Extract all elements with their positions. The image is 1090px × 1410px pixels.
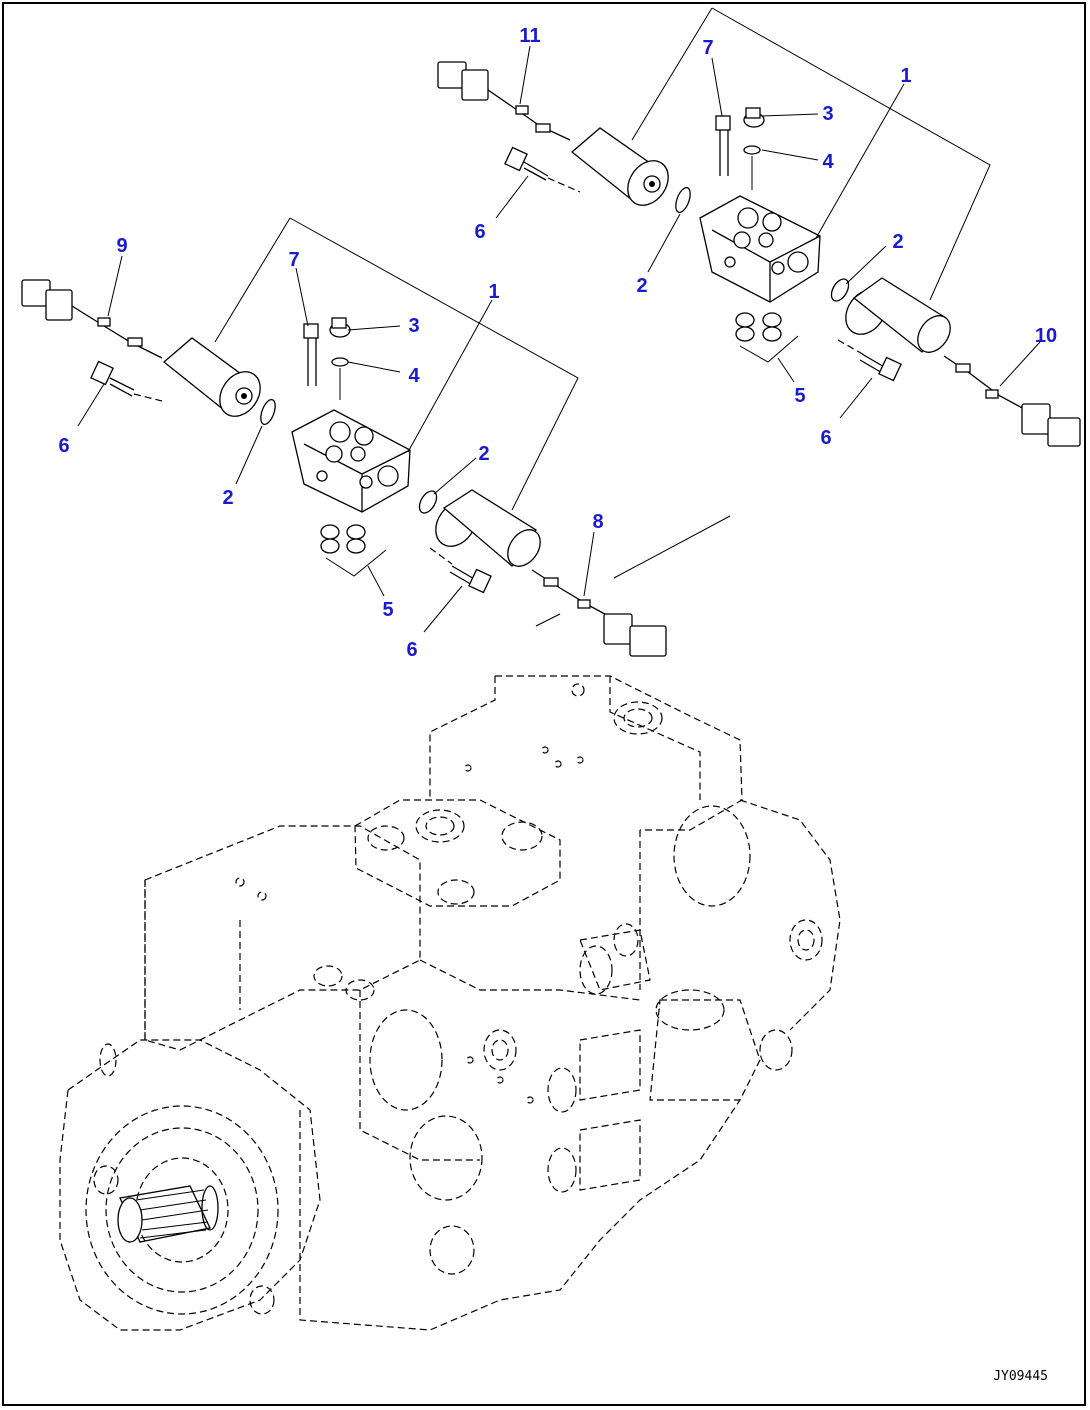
callout-2[interactable]: 2 bbox=[636, 275, 647, 297]
bolt-7-left-assembly bbox=[303, 317, 351, 400]
callout-8[interactable]: 8 bbox=[592, 511, 603, 533]
o-ring-2-left-a bbox=[260, 398, 276, 426]
o-ring-2-upper-left bbox=[675, 186, 691, 214]
seal-set-5-upper bbox=[735, 312, 799, 363]
valve-block-upper bbox=[699, 195, 821, 303]
callout-10[interactable]: 10 bbox=[1035, 325, 1057, 347]
callout-4[interactable]: 4 bbox=[822, 151, 834, 173]
valve-block-left-assembly bbox=[291, 409, 411, 513]
callout-3[interactable]: 3 bbox=[822, 103, 833, 125]
solenoid-upper-left bbox=[570, 127, 669, 206]
callout-6[interactable]: 6 bbox=[474, 221, 485, 243]
bolt-6-upper-left bbox=[504, 146, 581, 193]
bolt-6-left-right bbox=[429, 547, 492, 594]
callout-2[interactable]: 2 bbox=[222, 487, 233, 509]
connector-11 bbox=[437, 61, 571, 141]
bolt-6-left-assembly bbox=[90, 360, 167, 403]
callout-7[interactable]: 7 bbox=[288, 249, 299, 271]
callout-6[interactable]: 6 bbox=[406, 639, 417, 661]
bolt-7-upper bbox=[715, 107, 765, 190]
callout-6[interactable]: 6 bbox=[58, 435, 69, 457]
seal-set-5-left bbox=[320, 524, 387, 577]
callout-1[interactable]: 1 bbox=[900, 65, 911, 87]
solenoid-left-right bbox=[435, 489, 541, 567]
o-ring-2-left-b bbox=[418, 490, 438, 514]
connector-8 bbox=[531, 569, 667, 657]
o-ring-2-upper-right bbox=[830, 278, 850, 302]
callout-1[interactable]: 1 bbox=[488, 281, 499, 303]
drawing-number: JY09445 bbox=[993, 1369, 1048, 1384]
callout-5[interactable]: 5 bbox=[794, 385, 805, 407]
callout-9[interactable]: 9 bbox=[116, 235, 127, 257]
connector-9 bbox=[21, 279, 163, 359]
bolt-6-upper-right bbox=[837, 339, 902, 382]
callout-3[interactable]: 3 bbox=[408, 315, 419, 337]
callout-2[interactable]: 2 bbox=[892, 231, 903, 253]
callout-11[interactable]: 11 bbox=[519, 25, 540, 47]
solenoid-left-assembly bbox=[162, 337, 261, 417]
left-assembly bbox=[21, 217, 731, 657]
callout-6[interactable]: 6 bbox=[820, 427, 831, 449]
connector-10 bbox=[943, 355, 1081, 447]
solenoid-upper-right bbox=[845, 277, 951, 353]
upper-assembly bbox=[437, 7, 1081, 447]
callout-5[interactable]: 5 bbox=[382, 599, 393, 621]
callout-4[interactable]: 4 bbox=[408, 365, 420, 387]
pump-body bbox=[59, 675, 841, 1331]
input-shaft bbox=[117, 1185, 219, 1243]
leader-lines bbox=[77, 45, 1041, 633]
callout-2[interactable]: 2 bbox=[478, 443, 489, 465]
callout-7[interactable]: 7 bbox=[702, 37, 713, 59]
